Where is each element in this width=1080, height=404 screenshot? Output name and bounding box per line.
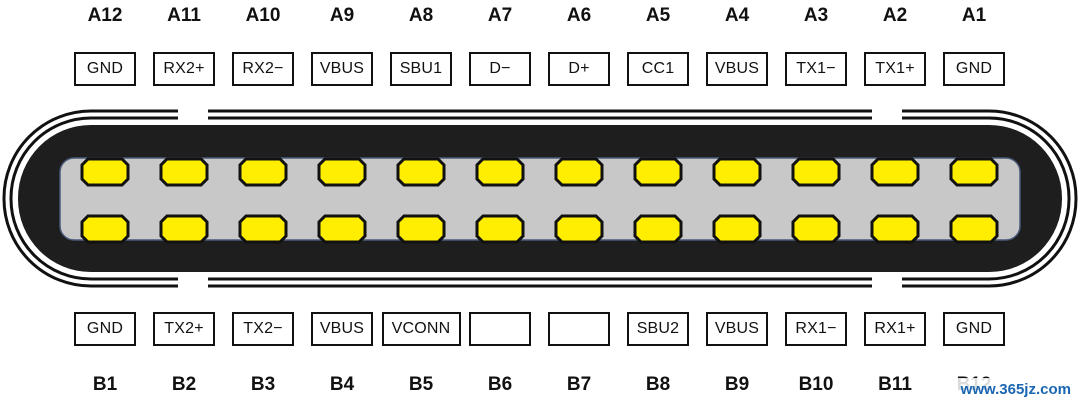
watermark: www.365jz.com	[925, 378, 1075, 400]
pin-number-a3: A3	[803, 5, 829, 26]
contact-b12	[949, 214, 999, 244]
connector-tongue	[59, 157, 1021, 241]
pin-number-b8: B8	[645, 374, 671, 395]
contact-a1	[949, 157, 999, 187]
signal-label-a4: VBUS	[706, 52, 768, 86]
contact-b2	[159, 214, 209, 244]
contact-a3	[791, 157, 841, 187]
pin-number-a5: A5	[645, 5, 671, 26]
pin-number-b5: B5	[408, 374, 434, 395]
pin-number-b2: B2	[171, 374, 197, 395]
pin-number-b1: B1	[92, 374, 118, 395]
signal-label-a3: TX1−	[785, 52, 847, 86]
contact-a2	[870, 157, 920, 187]
outline-gap-top	[178, 106, 208, 122]
contact-a8	[396, 157, 446, 187]
contact-a6	[554, 157, 604, 187]
pin-number-a8: A8	[408, 5, 434, 26]
contact-b9	[712, 214, 762, 244]
signal-label-b12: GND	[943, 312, 1005, 346]
signal-label-a6: D+	[548, 52, 610, 86]
contact-a9	[317, 157, 367, 187]
signal-label-b7	[548, 312, 610, 346]
signal-label-b6	[469, 312, 531, 346]
contact-b7	[554, 214, 604, 244]
pin-number-b9: B9	[724, 374, 750, 395]
pin-number-a2: A2	[882, 5, 908, 26]
pin-number-a11: A11	[167, 5, 201, 26]
signal-label-b5: VCONN	[381, 312, 461, 346]
pin-number-b7: B7	[566, 374, 592, 395]
signal-label-b3: TX2−	[232, 312, 294, 346]
signal-label-b8: SBU2	[627, 312, 689, 346]
contact-b4	[317, 214, 367, 244]
pin-number-b4: B4	[329, 374, 355, 395]
contacts-group	[80, 157, 999, 244]
contact-a10	[238, 157, 288, 187]
connector-outer-outline	[2, 109, 1078, 288]
pin-number-b3: B3	[250, 374, 276, 395]
signal-label-b11: RX1+	[864, 312, 926, 346]
signal-label-b4: VBUS	[311, 312, 373, 346]
contact-b6	[475, 214, 525, 244]
contact-a11	[159, 157, 209, 187]
pin-number-a9: A9	[329, 5, 355, 26]
pin-number-a7: A7	[487, 5, 513, 26]
contact-b8	[633, 214, 683, 244]
signal-label-a12: GND	[74, 52, 136, 86]
pin-number-a6: A6	[566, 5, 592, 26]
contact-b11	[870, 214, 920, 244]
contact-a5	[633, 157, 683, 187]
signal-label-b2: TX2+	[153, 312, 215, 346]
pin-number-a10: A10	[245, 5, 281, 26]
pin-number-a4: A4	[724, 5, 750, 26]
pin-number-b6: B6	[487, 374, 513, 395]
contact-b5	[396, 214, 446, 244]
contact-a12	[80, 157, 130, 187]
contact-a7	[475, 157, 525, 187]
signal-label-b10: RX1−	[785, 312, 847, 346]
signal-label-a10: RX2−	[232, 52, 294, 86]
pin-number-a12: A12	[87, 5, 123, 26]
signal-label-b1: GND	[74, 312, 136, 346]
pin-number-a1: A1	[961, 5, 987, 26]
outline-gap-bottom	[178, 274, 208, 290]
outline-gap-bottom-right	[872, 274, 902, 290]
signal-label-a8: SBU1	[390, 52, 452, 86]
pin-number-b10: B10	[798, 374, 834, 395]
signal-label-a7: D−	[469, 52, 531, 86]
contact-b3	[238, 214, 288, 244]
outline-gap-top-right	[872, 106, 902, 122]
signal-label-a2: TX1+	[864, 52, 926, 86]
signal-label-a11: RX2+	[153, 52, 215, 86]
signal-label-a5: CC1	[627, 52, 689, 86]
signal-label-a9: VBUS	[311, 52, 373, 86]
pin-number-b11: B11	[878, 374, 912, 395]
connector-outer-outline-2	[9, 116, 1071, 281]
signal-label-b9: VBUS	[706, 312, 768, 346]
contact-b1	[80, 214, 130, 244]
contact-a4	[712, 157, 762, 187]
contact-b10	[791, 214, 841, 244]
signal-label-a1: GND	[943, 52, 1005, 86]
